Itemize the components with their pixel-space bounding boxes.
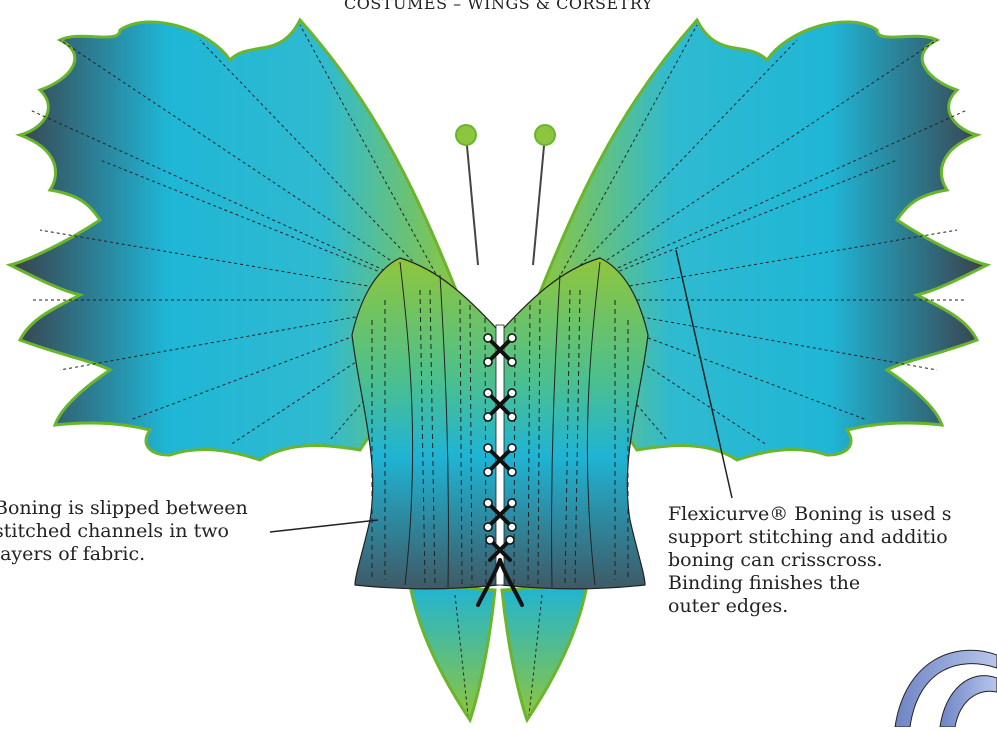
antennae <box>456 125 555 265</box>
right-annotation-line: outer edges. <box>668 595 951 618</box>
boning-sample <box>895 650 997 727</box>
right-annotation-line: Flexicurve® Boning is used s <box>668 503 951 526</box>
left-antenna-ball <box>456 125 476 145</box>
left-antenna <box>466 135 478 265</box>
left-tail <box>410 585 495 720</box>
left-annotation-line: layers of fabric. <box>0 543 248 566</box>
right-annotation: Flexicurve® Boning is used s support sti… <box>668 503 951 618</box>
right-antenna <box>533 135 545 265</box>
left-annotation-line: Boning is slipped between <box>0 497 248 520</box>
right-antenna-ball <box>535 125 555 145</box>
left-annotation-line: stitched channels in two <box>0 520 248 543</box>
page-header: COSTUMES – WINGS & CORSETRY <box>0 0 997 13</box>
corset <box>352 258 648 589</box>
tails <box>410 585 587 720</box>
corset-left-panel <box>352 258 498 589</box>
right-annotation-line: support stitching and additio <box>668 526 951 549</box>
right-tail <box>502 585 587 720</box>
right-annotation-line: boning can crisscross. <box>668 549 951 572</box>
callout-line-left <box>270 520 378 532</box>
left-annotation: Boning is slipped between stitched chann… <box>0 497 248 566</box>
right-annotation-line: Binding finishes the <box>668 572 951 595</box>
corset-right-panel <box>502 258 648 589</box>
